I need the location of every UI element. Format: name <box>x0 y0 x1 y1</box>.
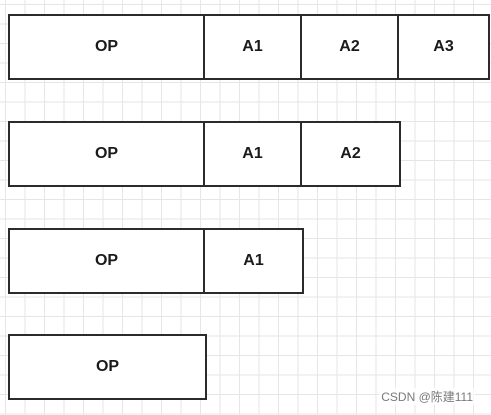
address-cell-a1: A1 <box>243 252 264 269</box>
opcode-cell: OP <box>10 16 205 78</box>
address-cell-a2: A2 <box>302 16 399 78</box>
address-cell-a2: A2 <box>340 145 361 162</box>
address-cell-a3: A3 <box>433 38 454 55</box>
opcode-cell: OP <box>10 123 205 185</box>
instruction-row-4-operands: OP A1 A2 A3 <box>8 14 490 80</box>
address-cell-a1: A1 <box>205 123 302 185</box>
instruction-row-1-operand: OP <box>8 334 207 400</box>
opcode-cell: OP <box>95 358 120 375</box>
address-cell-a1: A1 <box>205 16 302 78</box>
watermark: CSDN @陈建111 <box>379 388 475 405</box>
opcode-cell: OP <box>10 230 205 292</box>
instruction-row-2-operands: OP A1 <box>8 228 304 294</box>
instruction-row-3-operands: OP A1 A2 <box>8 121 401 187</box>
